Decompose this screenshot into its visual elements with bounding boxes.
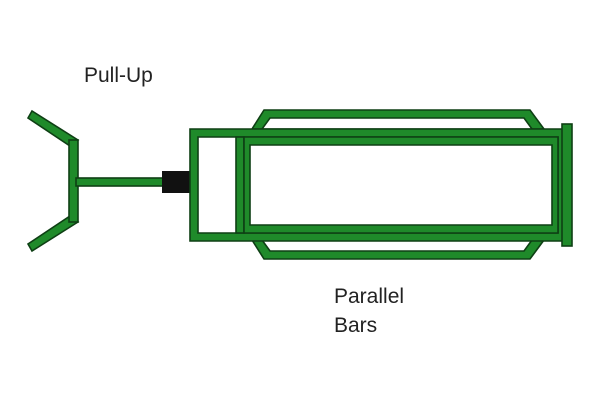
pull-up-label: Pull-Up bbox=[84, 64, 153, 87]
parallel-bars-top-rail bbox=[250, 109, 546, 130]
parallel-bars-inner-bar bbox=[243, 136, 559, 234]
parallel-bars-end-post bbox=[561, 123, 573, 247]
parallel-bars-label-line1: Parallel bbox=[334, 285, 405, 308]
pull-up-station bbox=[26, 109, 165, 253]
parallel-bars-label-line2: Bars bbox=[334, 314, 378, 337]
pull-up-pole bbox=[75, 177, 165, 187]
parallel-bars-station bbox=[189, 109, 573, 260]
parallel-bars-left-divider bbox=[235, 136, 245, 234]
pole-connector bbox=[162, 171, 190, 193]
parallel-bars-bottom-rail bbox=[250, 239, 546, 260]
parallel-bars-label: Parallel Bars bbox=[334, 282, 404, 340]
